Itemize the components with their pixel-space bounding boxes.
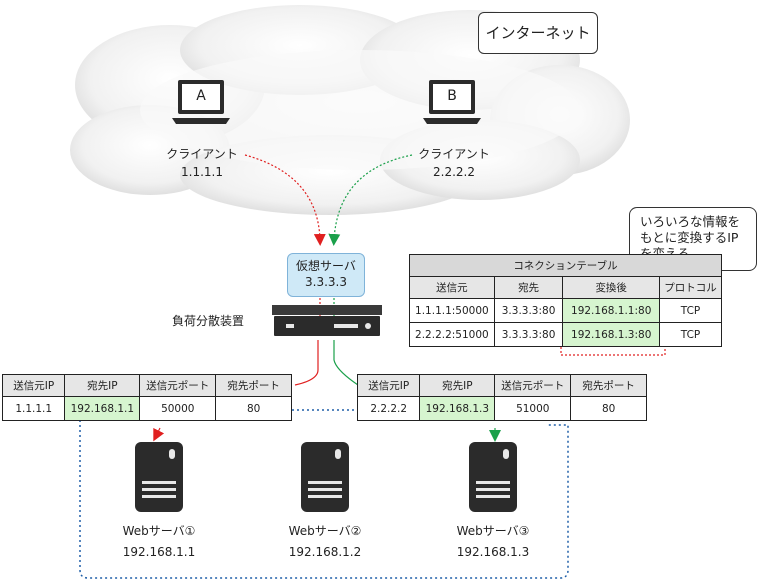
web-server-3-label: Webサーバ③ bbox=[456, 524, 530, 538]
packet-header-src-port: 送信元ポート bbox=[139, 374, 217, 397]
flow-arrow-red-client bbox=[244, 154, 326, 246]
flow-line-red-lb bbox=[294, 340, 319, 386]
client-b-ip: 2.2.2.2 bbox=[433, 165, 475, 179]
packet-header-dst-ip: 宛先IP bbox=[64, 374, 141, 397]
packet-header-dst-port: 宛先ポート bbox=[570, 374, 647, 397]
packet-cell: 80 bbox=[570, 396, 647, 421]
client-a-monitor-icon: A bbox=[172, 78, 230, 126]
connection-table: コネクションテーブル 送信元 宛先 変換後 プロトコル 1.1.1.1:5000… bbox=[409, 254, 722, 347]
load-balancer-device-icon bbox=[272, 303, 384, 339]
virtual-server-box: 仮想サーバ 3.3.3.3 bbox=[287, 253, 365, 297]
client-b-label: クライアント bbox=[418, 147, 490, 161]
conn-cell-translated: 192.168.1.1:80 bbox=[562, 298, 660, 323]
conn-cell: 3.3.3.3:80 bbox=[493, 322, 564, 347]
packet-header-src-ip: 送信元IP bbox=[356, 374, 421, 397]
table-row: 2.2.2.2 192.168.1.3 51000 80 bbox=[356, 396, 647, 421]
conn-cell: TCP bbox=[659, 322, 722, 347]
web-server-3-icon bbox=[468, 441, 518, 513]
flow-arrow-green-client bbox=[328, 154, 413, 246]
packet-header-dst-ip: 宛先IP bbox=[419, 374, 496, 397]
conn-cell-translated: 192.168.1.3:80 bbox=[562, 322, 660, 347]
packet-table-left: 送信元IP 宛先IP 送信元ポート 宛先ポート 1.1.1.1 192.168.… bbox=[1, 374, 292, 421]
flow-arrow-red-server bbox=[153, 427, 165, 442]
packet-table-right: 送信元IP 宛先IP 送信元ポート 宛先ポート 2.2.2.2 192.168.… bbox=[356, 374, 647, 421]
conn-header-destination: 宛先 bbox=[493, 276, 564, 299]
packet-cell: 80 bbox=[215, 396, 292, 421]
client-b-monitor-icon: B bbox=[423, 78, 481, 126]
web-server-1-icon bbox=[134, 441, 184, 513]
packet-cell-dst-ip: 192.168.1.1 bbox=[64, 396, 141, 421]
client-a-ip: 1.1.1.1 bbox=[181, 165, 223, 179]
internet-label: インターネット bbox=[478, 12, 598, 54]
callout-bubble: いろいろな情報を もとに変換するIP を変える bbox=[629, 207, 757, 271]
conn-cell: 3.3.3.3:80 bbox=[493, 298, 564, 323]
conn-cell: 2.2.2.2:51000 bbox=[409, 322, 495, 347]
packet-header-dst-port: 宛先ポート bbox=[215, 374, 292, 397]
web-server-1-ip: 192.168.1.1 bbox=[122, 545, 196, 559]
callout-line-2: もとに変換するIP bbox=[640, 230, 739, 245]
client-a-label: クライアント bbox=[166, 147, 238, 161]
server-network-outline bbox=[79, 410, 569, 579]
packet-header-src-ip: 送信元IP bbox=[1, 374, 66, 397]
conn-cell: 1.1.1.1:50000 bbox=[409, 298, 495, 323]
conn-header-translated: 変換後 bbox=[562, 276, 660, 299]
table-row: 2.2.2.2:51000 3.3.3.3:80 192.168.1.3:80 … bbox=[409, 322, 722, 347]
web-server-3-ip: 192.168.1.3 bbox=[456, 545, 530, 559]
web-server-2-label: Webサーバ② bbox=[288, 524, 362, 538]
load-balancer-label: 負荷分散装置 bbox=[172, 314, 245, 328]
table-row: 1.1.1.1:50000 3.3.3.3:80 192.168.1.1:80 … bbox=[409, 298, 722, 323]
packet-cell: 1.1.1.1 bbox=[1, 396, 66, 421]
virtual-server-ip: 3.3.3.3 bbox=[305, 275, 347, 289]
client-a-letter: A bbox=[196, 88, 206, 104]
internet-cloud bbox=[70, 5, 630, 215]
conn-cell: TCP bbox=[659, 298, 722, 323]
table-row: 1.1.1.1 192.168.1.1 50000 80 bbox=[1, 396, 292, 421]
conn-header-protocol: プロトコル bbox=[659, 276, 722, 299]
conn-header-source: 送信元 bbox=[409, 276, 495, 299]
web-server-2-icon bbox=[300, 441, 350, 513]
web-server-1-label: Webサーバ① bbox=[122, 524, 196, 538]
web-server-2-ip: 192.168.1.2 bbox=[288, 545, 362, 559]
connection-table-title: コネクションテーブル bbox=[409, 254, 722, 277]
packet-cell: 2.2.2.2 bbox=[356, 396, 421, 421]
virtual-server-label: 仮想サーバ bbox=[296, 259, 356, 273]
client-b-letter: B bbox=[447, 88, 457, 104]
callout-line-1: いろいろな情報を bbox=[640, 214, 741, 229]
packet-cell-dst-ip: 192.168.1.3 bbox=[419, 396, 496, 421]
packet-cell: 50000 bbox=[139, 396, 217, 421]
packet-header-src-port: 送信元ポート bbox=[494, 374, 572, 397]
packet-cell: 51000 bbox=[494, 396, 572, 421]
flow-line-green-lb bbox=[333, 340, 359, 386]
